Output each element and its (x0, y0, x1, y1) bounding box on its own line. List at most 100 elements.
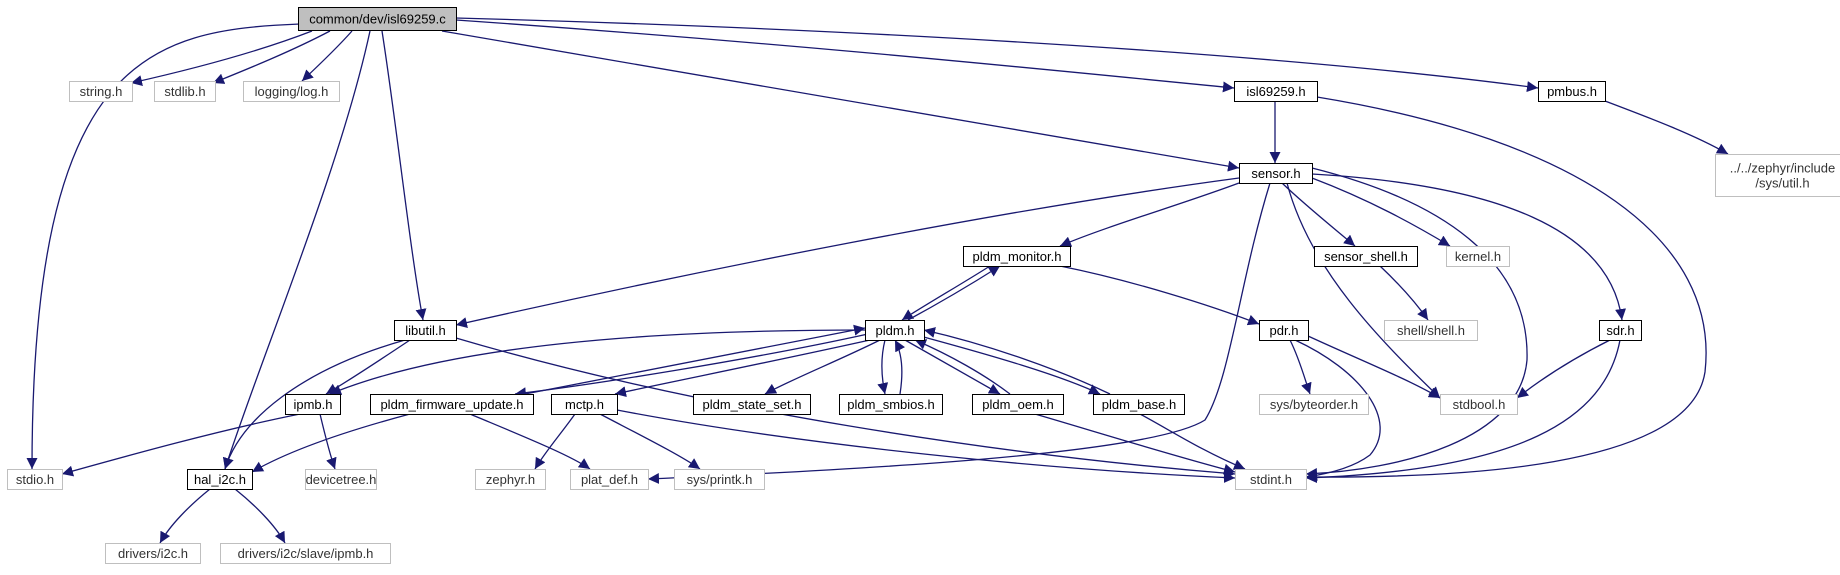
node-root[interactable]: common/dev/isl69259.c (298, 7, 457, 31)
node-label: devicetree.h (306, 472, 377, 487)
node-label: common/dev/isl69259.c (309, 12, 446, 27)
node-devicetree: devicetree.h (305, 469, 377, 490)
node-box (1715, 154, 1840, 197)
node-box (1234, 81, 1318, 102)
edge-pldm_fw-to-pldm (524, 324, 866, 395)
node-box (1093, 394, 1185, 415)
node-label: pdr.h (1270, 323, 1299, 338)
node-box (1440, 394, 1518, 415)
node-label: ../../zephyr/include (1730, 161, 1836, 176)
edge-root-to-sensor (441, 30, 1240, 172)
edge-sensor_shell-to-shell (1379, 265, 1429, 321)
node-box (865, 320, 925, 341)
node-box (187, 469, 253, 490)
node-stdbool: stdbool.h (1440, 394, 1518, 415)
node-hal-i2c[interactable]: hal_i2c.h (187, 469, 253, 490)
node-zephyr-util: ../../zephyr/include/sys/util.h (1715, 154, 1840, 197)
node-sensor-shell[interactable]: sensor_shell.h (1314, 246, 1418, 267)
node-box (1384, 320, 1478, 341)
edge-sensor-to-pldm_monitor (1059, 182, 1240, 247)
edges-layer (26, 17, 1729, 544)
node-label: kernel.h (1455, 249, 1501, 264)
node-box (1538, 81, 1606, 102)
node-label: stdbool.h (1453, 397, 1506, 412)
edge-root-to-libutil (381, 30, 427, 321)
node-box (69, 81, 133, 102)
edge-root-to-isl69259 (455, 19, 1235, 93)
node-sensor[interactable]: sensor.h (1239, 163, 1313, 184)
node-shell: shell/shell.h (1384, 320, 1478, 341)
edge-hal_i2c-to-drivers_ipmb (234, 488, 286, 544)
edge-mctp-to-zephyr (534, 413, 576, 470)
node-pldm-state-set[interactable]: pldm_state_set.h (693, 394, 811, 415)
node-printk: sys/printk.h (674, 469, 765, 490)
node-label: pldm_state_set.h (702, 397, 801, 412)
node-pldm-smbios[interactable]: pldm_smbios.h (839, 394, 943, 415)
node-kernel: kernel.h (1446, 246, 1510, 267)
edge-pldm-to-pldm_oem (904, 339, 1001, 395)
node-label: sensor_shell.h (1324, 249, 1408, 264)
node-box (298, 7, 457, 31)
edge-pldm-to-pldm_monitor (907, 265, 1001, 321)
edge-pldm_oem-to-stdint (1034, 413, 1236, 475)
node-ipmb[interactable]: ipmb.h (285, 394, 341, 415)
node-label: sdr.h (1606, 323, 1634, 338)
node-box (1235, 469, 1307, 490)
node-string: string.h (69, 81, 133, 102)
edge-pldm_monitor-to-pdr (1059, 265, 1260, 326)
edge-pdr-to-byteorder (1289, 339, 1312, 395)
node-label: sys/printk.h (687, 472, 753, 487)
edge-pldm_fw-to-hal_i2c (251, 413, 411, 473)
node-label: pldm_firmware_update.h (380, 397, 523, 412)
edge-pmbus-to-zephyr_util (1604, 100, 1729, 155)
node-box (1259, 394, 1369, 415)
edge-sdr-to-stdint (1305, 339, 1621, 484)
node-box (105, 543, 201, 564)
node-box (972, 394, 1064, 415)
edge-pldm-to-pldm_smbios (877, 339, 889, 395)
node-box (1446, 246, 1510, 267)
node-box (305, 469, 377, 490)
node-stdlib: stdlib.h (154, 81, 216, 102)
edge-sdr-to-stdbool (1516, 339, 1611, 399)
node-pldm-base[interactable]: pldm_base.h (1093, 394, 1185, 415)
edge-sensor-to-libutil (455, 177, 1240, 328)
edge-hal_i2c-to-drivers_i2c (159, 488, 211, 544)
edge-mctp-to-printk (599, 413, 701, 470)
edge-pldm-to-ipmb (329, 329, 866, 395)
edge-ipmb-to-stdio (61, 413, 301, 477)
node-box (370, 394, 534, 415)
node-label: ipmb.h (293, 397, 332, 412)
edge-pldm-to-pldm_state_set (764, 339, 881, 395)
node-pdr[interactable]: pdr.h (1259, 320, 1309, 341)
node-libutil[interactable]: libutil.h (394, 320, 457, 341)
node-sdr[interactable]: sdr.h (1599, 320, 1642, 341)
edge-root-to-hal_i2c (223, 30, 371, 470)
edge-pldm_oem-to-pldm (914, 339, 1011, 395)
node-isl69259[interactable]: isl69259.h (1234, 81, 1318, 102)
edge-pldm_base-to-stdint (1139, 413, 1246, 470)
edge-pdr-to-stdbool (1307, 335, 1441, 399)
node-drivers-ipmb: drivers/i2c/slave/ipmb.h (220, 543, 391, 564)
edge-libutil-to-ipmb (325, 339, 411, 395)
node-pldm-oem[interactable]: pldm_oem.h (972, 394, 1064, 415)
node-drivers-i2c: drivers/i2c.h (105, 543, 201, 564)
edge-pldm_monitor-to-pldm (901, 265, 991, 321)
node-label: isl69259.h (1246, 84, 1305, 99)
edge-sensor-to-stdint (1305, 167, 1528, 480)
edge-pldm-to-mctp (614, 339, 871, 398)
node-pldm-monitor[interactable]: pldm_monitor.h (963, 246, 1071, 267)
node-box (1259, 320, 1309, 341)
node-mctp[interactable]: mctp.h (551, 394, 618, 415)
node-label: pldm_oem.h (982, 397, 1054, 412)
node-box (674, 469, 765, 490)
edge-sensor-to-sdr (1311, 173, 1626, 321)
edge-libutil-to-hal_i2c (222, 339, 406, 470)
node-pmbus[interactable]: pmbus.h (1538, 81, 1606, 102)
node-label: drivers/i2c.h (118, 546, 188, 561)
node-pldm-fw[interactable]: pldm_firmware_update.h (370, 394, 534, 415)
node-pldm[interactable]: pldm.h (865, 320, 925, 341)
node-zephyr: zephyr.h (475, 469, 546, 490)
